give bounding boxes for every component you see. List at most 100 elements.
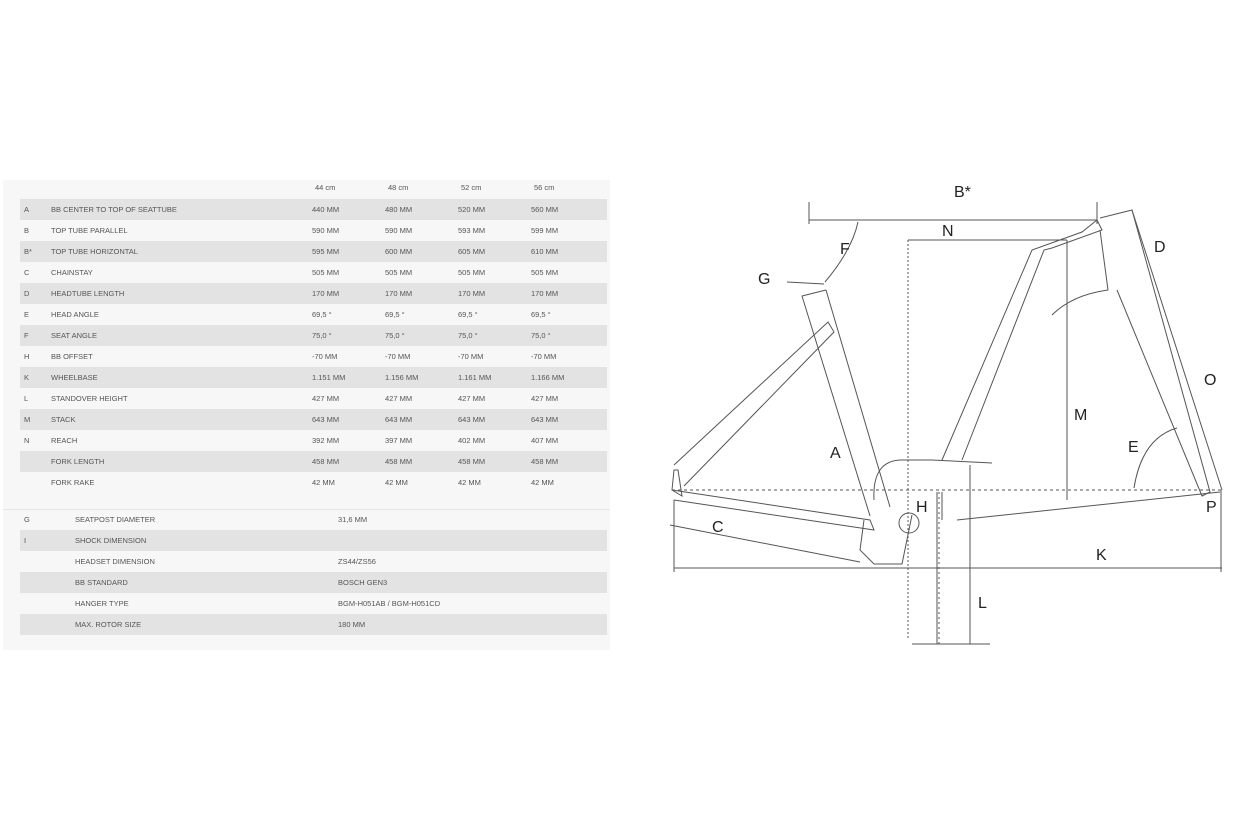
bb-circle (898, 512, 920, 534)
row-value: 75,0 ° (312, 331, 332, 340)
table-row: FORK RAKE 42 MM 42 MM 42 MM 42 MM (20, 472, 607, 493)
row-name: STACK (51, 415, 76, 424)
row-name: TOP TUBE HORIZONTAL (51, 247, 138, 256)
row-value: 170 MM (458, 289, 486, 298)
row-value: 407 MM (531, 436, 559, 445)
row-name: HEADTUBE LENGTH (51, 289, 125, 298)
down-tube (941, 219, 1103, 461)
row-value: 590 MM (385, 226, 413, 235)
row-value: 170 MM (385, 289, 413, 298)
row-name: FORK LENGTH (51, 457, 105, 466)
spec-code: I (24, 536, 27, 545)
row-value: 42 MM (312, 478, 335, 487)
table-row: N REACH 392 MM 397 MM 402 MM 407 MM (20, 430, 607, 451)
table-divider (3, 509, 610, 510)
row-code: L (24, 394, 29, 403)
size-header-44: 44 cm (315, 183, 336, 192)
table-row: H BB OFFSET-70 MM-70 MM-70 MM-70 MM (20, 346, 607, 367)
row-value: 427 MM (531, 394, 559, 403)
row-value: 69,5 ° (531, 310, 551, 319)
label-d: D (1154, 239, 1166, 256)
row-name: FORK RAKE (51, 478, 95, 487)
row-value: 42 MM (531, 478, 554, 487)
row-name: CHAINSTAY (51, 268, 93, 277)
row-value: 505 MM (531, 268, 559, 277)
row-value: 69,5 ° (458, 310, 478, 319)
row-value: 392 MM (312, 436, 340, 445)
row-value: 397 MM (385, 436, 413, 445)
row-value: 427 MM (385, 394, 413, 403)
row-value: 1.151 MM (312, 373, 346, 382)
label-h: H (916, 499, 928, 516)
row-value: -70 MM (531, 352, 557, 361)
row-code: F (24, 331, 29, 340)
spec-value: BOSCH GEN3 (338, 578, 388, 587)
row-code: D (24, 289, 30, 298)
spec-name: SHOCK DIMENSION (75, 536, 147, 545)
row-value: 643 MM (458, 415, 486, 424)
row-value: 610 MM (531, 247, 559, 256)
row-value: 440 MM (312, 205, 340, 214)
row-value: 75,0 ° (385, 331, 405, 340)
row-name: REACH (51, 436, 78, 445)
spec-name: SEATPOST DIAMETER (75, 515, 156, 524)
row-value: -70 MM (312, 352, 338, 361)
row-value: 170 MM (312, 289, 340, 298)
head-tube-fork (1099, 209, 1211, 497)
row-value: 505 MM (312, 268, 340, 277)
seat-angle-arc (824, 221, 859, 283)
spec-name: HANGER TYPE (75, 599, 129, 608)
seatpost-pointer (786, 281, 825, 285)
row-code: N (24, 436, 30, 445)
row-name: HEAD ANGLE (51, 310, 99, 319)
row-value: 1.156 MM (385, 373, 419, 382)
row-value: 520 MM (458, 205, 486, 214)
row-value: 42 MM (385, 478, 408, 487)
spec-name: BB STANDARD (75, 578, 128, 587)
row-value: 595 MM (312, 247, 340, 256)
label-m: M (1074, 407, 1087, 424)
seat-tube-right (825, 289, 891, 508)
frame-geometry-diagram: B* N D F G O M A E H P C K L (669, 184, 1223, 645)
spec-name: MAX. ROTOR SIZE (75, 620, 142, 629)
row-value: 402 MM (458, 436, 486, 445)
dropout (671, 469, 683, 497)
label-bstar: B* (954, 184, 971, 201)
head-angle-arc (1133, 427, 1178, 489)
row-value: 593 MM (458, 226, 486, 235)
size-header-56: 56 cm (534, 183, 555, 192)
row-name: STANDOVER HEIGHT (51, 394, 128, 403)
row-code: B* (24, 247, 32, 256)
spec-row: MAX. ROTOR SIZE 180 MM (20, 614, 607, 635)
row-value: -70 MM (385, 352, 411, 361)
top-tube (1051, 229, 1109, 316)
motor-housing (873, 459, 993, 501)
bb-to-front-axle (956, 491, 1221, 521)
row-value: 600 MM (385, 247, 413, 256)
size-header-48: 48 cm (388, 183, 409, 192)
row-value: 560 MM (531, 205, 559, 214)
spec-row: I SHOCK DIMENSION (20, 530, 607, 551)
row-name: BB OFFSET (51, 352, 93, 361)
spec-code: G (24, 515, 30, 524)
row-value: 42 MM (458, 478, 481, 487)
spec-row: HEADSET DIMENSION ZS44/ZS56 (20, 551, 607, 572)
row-value: 643 MM (385, 415, 413, 424)
row-name: BB CENTER TO TOP OF SEATTUBE (51, 205, 177, 214)
row-value: 590 MM (312, 226, 340, 235)
fork-blade (1131, 209, 1223, 491)
row-code: A (24, 205, 30, 214)
seat-stay (673, 321, 835, 487)
row-code: H (24, 352, 30, 361)
row-value: 458 MM (458, 457, 486, 466)
label-c: C (712, 519, 724, 536)
